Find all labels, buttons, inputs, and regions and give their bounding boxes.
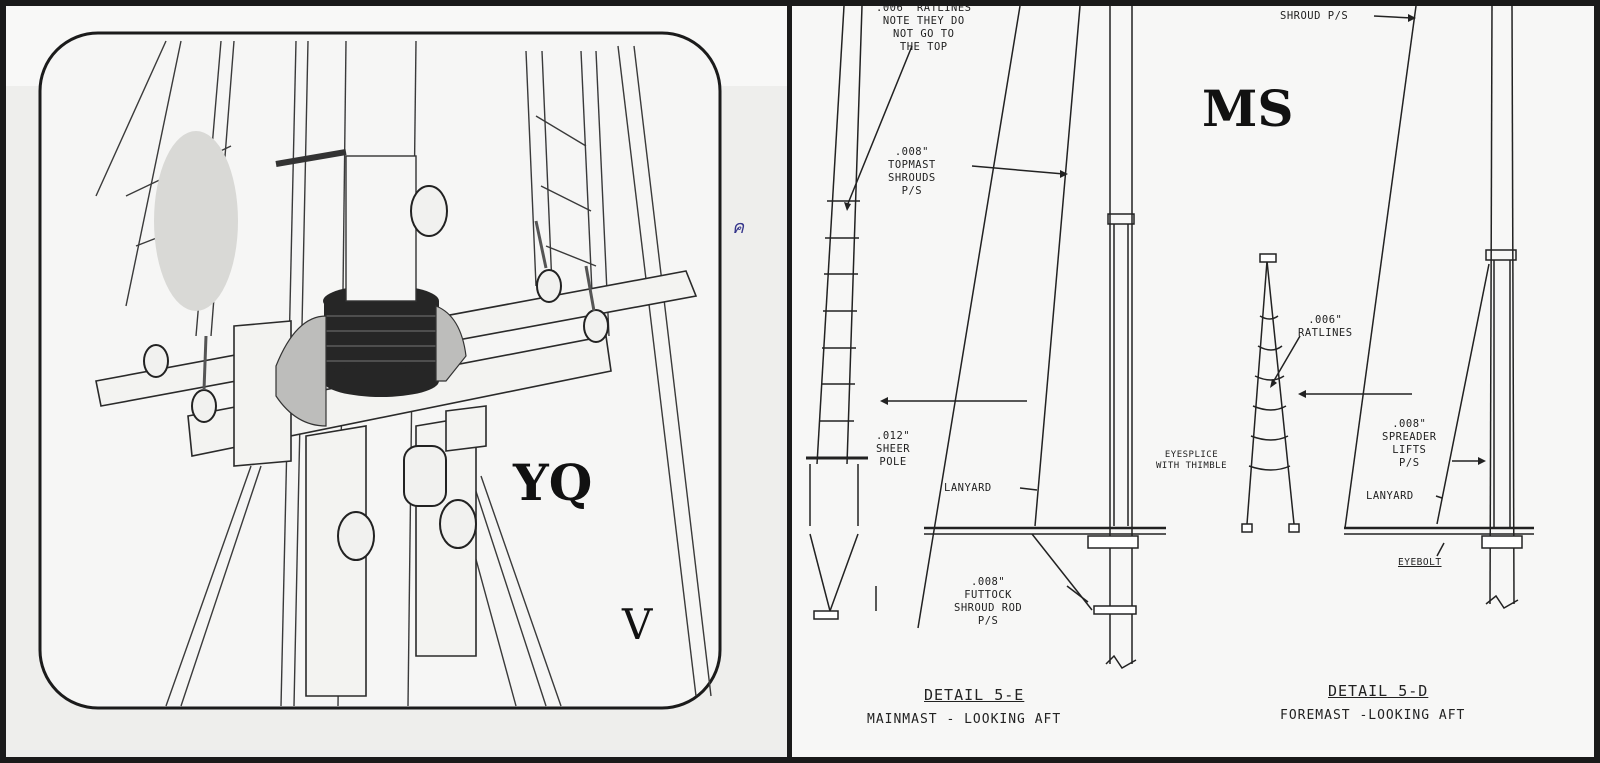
note-lanyard-left: LANYARD <box>944 482 992 494</box>
note-lanyard-right: LANYARD <box>1366 490 1414 502</box>
note-eyebolt: EYEBOLT <box>1398 557 1442 568</box>
detail-5d-title: DETAIL 5-D <box>1328 682 1429 700</box>
note-topmast-shrouds: .008" TOPMAST SHROUDS P/S <box>888 146 936 197</box>
label-v: V <box>622 600 653 649</box>
label-yq: YQ <box>513 453 593 512</box>
rigging-plan-drawing <box>806 6 1534 669</box>
detail-5d-subtitle: FOREMAST -LOOKING AFT <box>1280 708 1466 723</box>
note-sheer-pole: .012" SHEER POLE <box>876 430 911 468</box>
right-panel-plan: MS .006" RATLINES NOTE THEY DO NOT GO TO… <box>792 6 1594 757</box>
detail-5e-title: DETAIL 5-E <box>924 686 1025 704</box>
page-mark: ค <box>732 217 745 238</box>
note-ratlines-mid: .006" RATLINES <box>1298 314 1353 339</box>
note-ratlines-top: .006" RATLINES NOTE THEY DO NOT GO TO TH… <box>876 6 972 53</box>
detail-5e-subtitle: MAINMAST - LOOKING AFT <box>867 712 1062 727</box>
label-ms: MS <box>1202 79 1294 138</box>
crosstree-illustration <box>6 6 787 757</box>
note-futtock: .008" FUTTOCK SHROUD ROD P/S <box>954 576 1023 627</box>
left-panel-illustration: YQ V ค <box>6 6 787 757</box>
note-shroud-ps: SHROUD P/S <box>1280 10 1349 22</box>
note-eyesplice: EYESPLICE WITH THIMBLE <box>1156 450 1228 471</box>
note-spreader-lifts: .008" SPREADER LIFTS P/S <box>1382 418 1437 469</box>
